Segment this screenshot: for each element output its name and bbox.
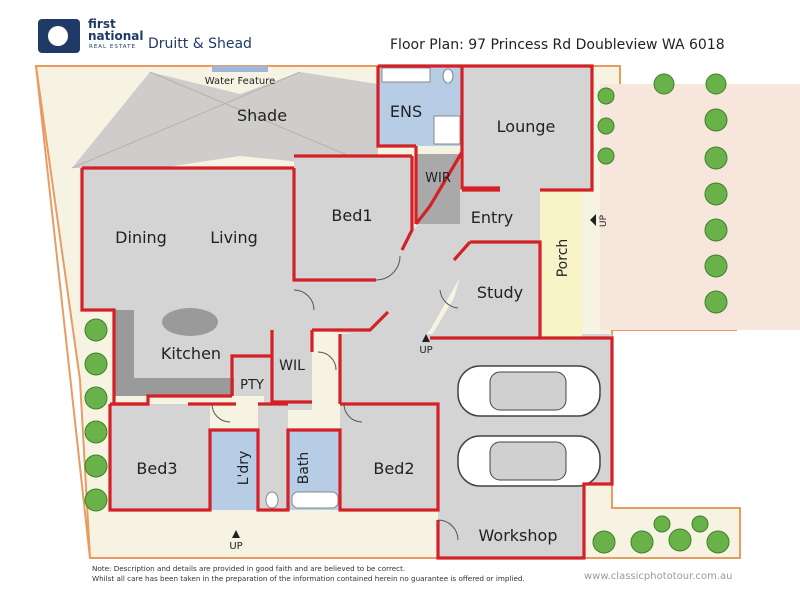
label-wir: WIR [425,171,451,186]
driveway [600,84,800,330]
logo-mark-icon [48,26,68,46]
label-porch: Porch [555,239,571,278]
label-pty: PTY [240,378,264,393]
study-room [430,242,540,338]
water-feature [212,66,268,72]
brand-logo [38,19,80,53]
plan-title: Floor Plan: 97 Princess Rd Doubleview WA… [390,37,725,53]
ens-toilet [442,68,454,84]
toilet-south [265,491,279,509]
wil-room [272,330,312,402]
label-water-feature: Water Feature [205,76,276,87]
workshop-room [438,484,584,558]
disclaimer-line-2: Whilst all care has been taken in the pr… [92,574,525,583]
label-bed2: Bed2 [373,459,414,478]
label-living: Living [210,228,258,247]
shade-sail [72,72,378,168]
label-study: Study [477,283,523,302]
car-icon-2 [457,435,601,487]
garden-edge [35,65,91,559]
ens-shower [433,115,461,145]
lounge-room [462,66,592,190]
label-entry: Entry [471,208,514,227]
walls [80,64,614,560]
agency-name: Druitt & Shead [148,36,252,52]
dining-living-room [82,168,294,310]
kitchen-bench-bottom [114,378,234,396]
shrubs [84,73,730,554]
label-bed1: Bed1 [331,206,372,225]
label-workshop: Workshop [479,526,558,545]
door-swings [211,255,459,541]
disclaimer-line-1: Note: Description and details are provid… [92,564,406,573]
label-bed3: Bed3 [136,459,177,478]
label-kitchen: Kitchen [161,344,221,363]
label-shade: Shade [237,106,287,125]
porch-area [540,190,582,338]
up-marker-entry: UP [419,345,432,356]
brand-line-1: first [88,17,116,31]
kitchen-bench [114,310,134,396]
bed3-room [110,404,210,510]
brand-line-3: REAL ESTATE [89,44,136,50]
bed1-room [294,156,412,280]
label-ens: ENS [390,102,422,121]
label-dining: Dining [115,228,167,247]
up-arrow-icons [232,214,596,538]
kitchen-island [162,308,218,336]
up-marker-porch: UP [599,214,609,227]
label-laundry: L'dry [236,451,252,486]
label-wil: WIL [279,358,305,374]
car-icon-1 [457,365,601,417]
label-bath: Bath [296,452,312,485]
bathtub [291,491,339,509]
laundry-room [210,430,258,510]
brand-line-2: national [88,29,144,43]
ens-vanity [381,67,431,83]
up-marker-laundry: UP [229,541,242,552]
pty-room [232,356,272,396]
label-lounge: Lounge [497,117,556,136]
website-credit: www.classicphototour.com.au [584,571,733,582]
